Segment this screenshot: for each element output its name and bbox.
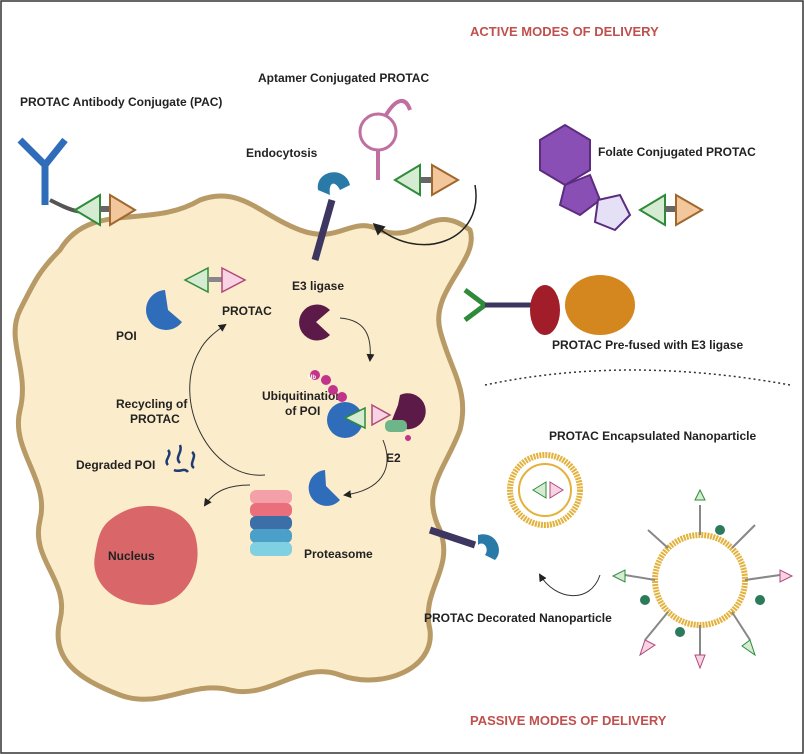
decorated-nanoparticle-icon (611, 488, 794, 670)
recycling-label-2: PROTAC (130, 412, 180, 426)
nucleus-label: Nucleus (108, 549, 155, 563)
e3-ligand-icon (109, 193, 137, 227)
encapsulated-label: PROTAC Encapsulated Nanoparticle (549, 429, 756, 443)
cell (12, 193, 474, 702)
folate-label: Folate Conjugated PROTAC (598, 145, 756, 159)
ubiquitination-label-2: of POI (285, 404, 320, 418)
passive-heading: PASSIVE MODES OF DELIVERY (470, 713, 667, 728)
poi-label: POI (116, 329, 137, 343)
protac-label: PROTAC (222, 304, 272, 318)
poi-icon (146, 290, 182, 330)
e3-fused-icon (530, 285, 560, 335)
e3-ligase-icon (299, 304, 330, 341)
prefused-label: PROTAC Pre-fused with E3 ligase (552, 338, 743, 352)
e2-icon (385, 420, 407, 432)
pac-label: PROTAC Antibody Conjugate (PAC) (20, 95, 222, 109)
endocytosis-label: Endocytosis (246, 146, 318, 160)
ubiquitin-chain (310, 370, 347, 402)
degraded-poi-icon (165, 444, 196, 473)
decorated-label: PROTAC Decorated Nanoparticle (424, 611, 612, 625)
aptamer-label: Aptamer Conjugated PROTAC (258, 71, 429, 85)
antibody-icon (17, 137, 68, 205)
receptor-icon (317, 172, 350, 195)
active-heading: ACTIVE MODES OF DELIVERY (470, 24, 659, 39)
ub-label: Ub (308, 375, 316, 381)
aptamer-icon (358, 112, 398, 152)
folate-icon (539, 123, 591, 187)
recycling-label-1: Recycling of (116, 397, 188, 411)
degraded-label: Degraded POI (76, 458, 155, 472)
proteasome-label: Proteasome (304, 547, 373, 561)
ubiquitination-label-1: Ubiquitination (262, 389, 343, 403)
nucleus (94, 505, 198, 605)
e2-label: E2 (386, 451, 401, 465)
e3-label: E3 ligase (292, 279, 344, 293)
proteasome-icon (250, 490, 292, 556)
